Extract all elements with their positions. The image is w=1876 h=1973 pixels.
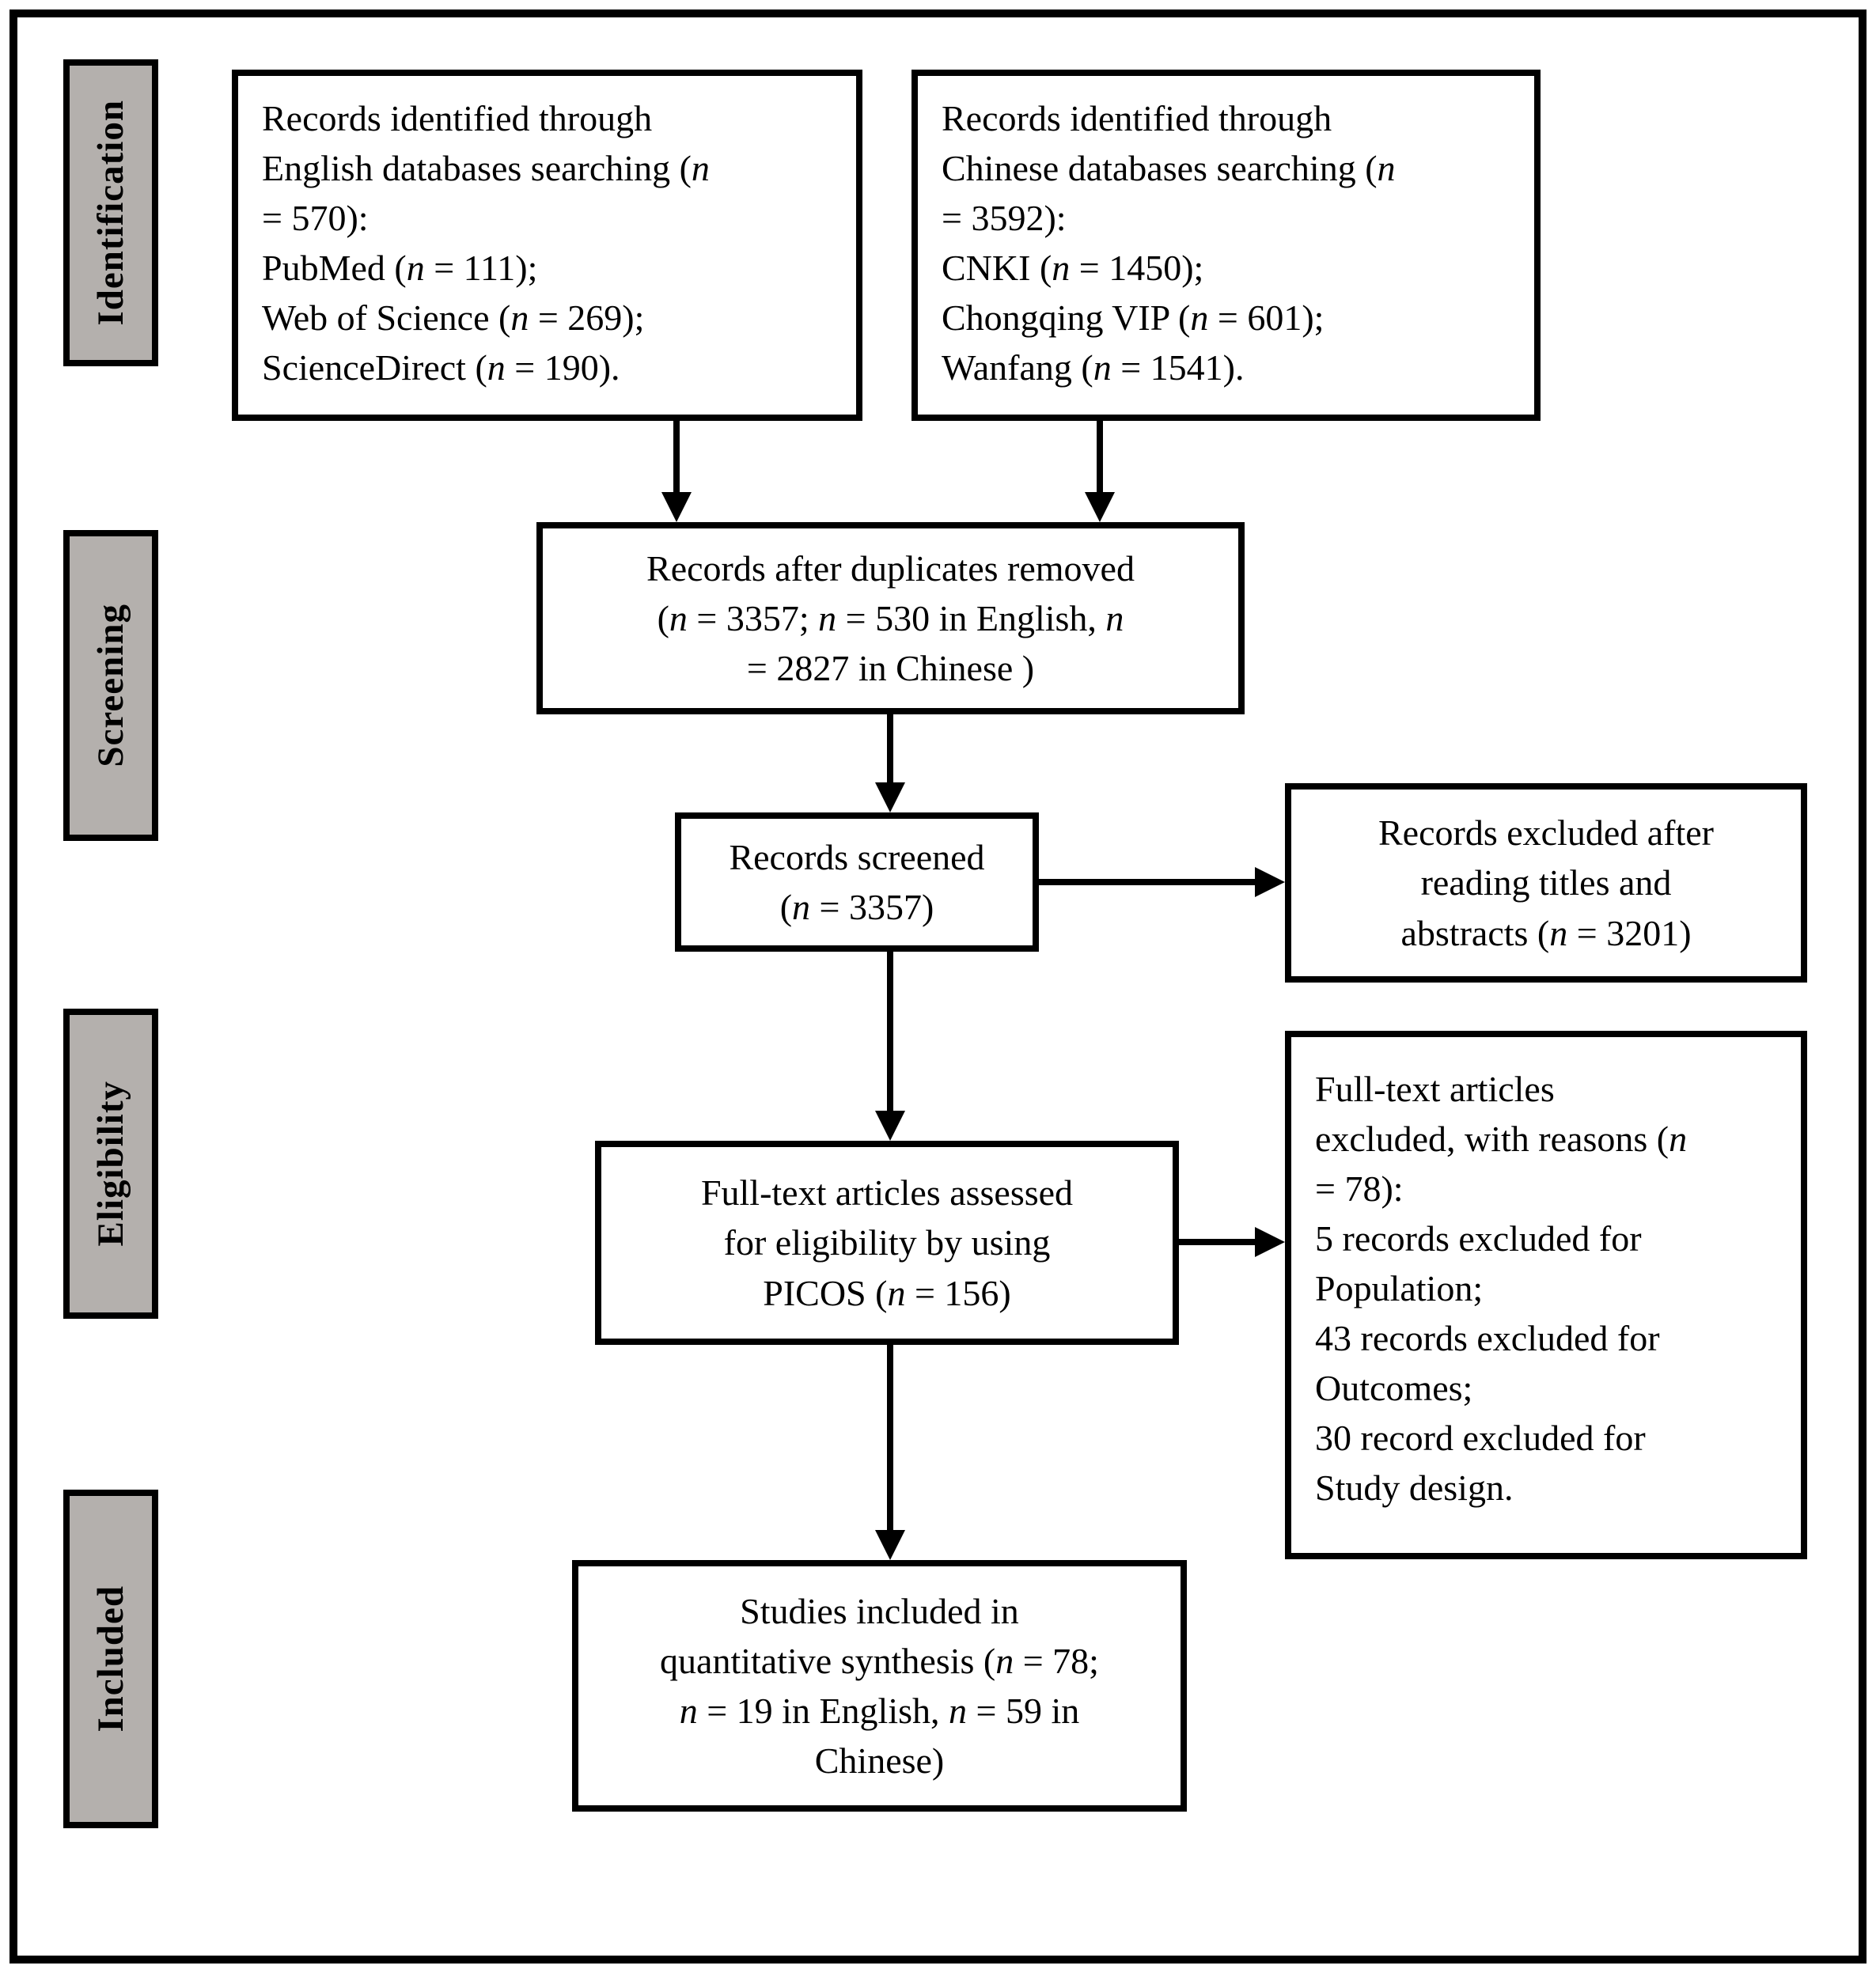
stage-label-text: Eligibility	[90, 1081, 131, 1247]
connector-duplicates-to-screened	[887, 714, 893, 784]
stage-label-included: Included	[63, 1490, 158, 1828]
stage-label-text: Included	[90, 1585, 131, 1733]
stage-label-text: Identification	[90, 100, 131, 326]
arrow-down-icon	[875, 1111, 905, 1141]
connector-screened-to-excluded	[1039, 879, 1258, 885]
arrow-down-icon	[1085, 492, 1115, 522]
connector-chinese-to-duplicates	[1097, 421, 1103, 497]
arrow-down-icon	[875, 782, 905, 812]
arrow-down-icon	[661, 492, 692, 522]
stage-label-text: Screening	[90, 604, 131, 767]
connector-english-to-duplicates	[673, 421, 680, 497]
stage-label-identification: Identification	[63, 59, 158, 366]
box-after-duplicates: Records after duplicates removed(n = 335…	[536, 522, 1245, 714]
connector-fulltext-to-excluded	[1179, 1239, 1258, 1245]
arrow-right-icon	[1255, 867, 1285, 897]
stage-label-screening: Screening	[63, 530, 158, 841]
outer-frame	[9, 9, 1867, 1964]
box-records-screened: Records screened(n = 3357)	[675, 812, 1039, 952]
arrow-right-icon	[1255, 1227, 1285, 1257]
connector-screened-to-fulltext	[887, 952, 893, 1112]
stage-label-eligibility: Eligibility	[63, 1009, 158, 1319]
connector-fulltext-to-included	[887, 1345, 893, 1532]
arrow-down-icon	[875, 1530, 905, 1560]
